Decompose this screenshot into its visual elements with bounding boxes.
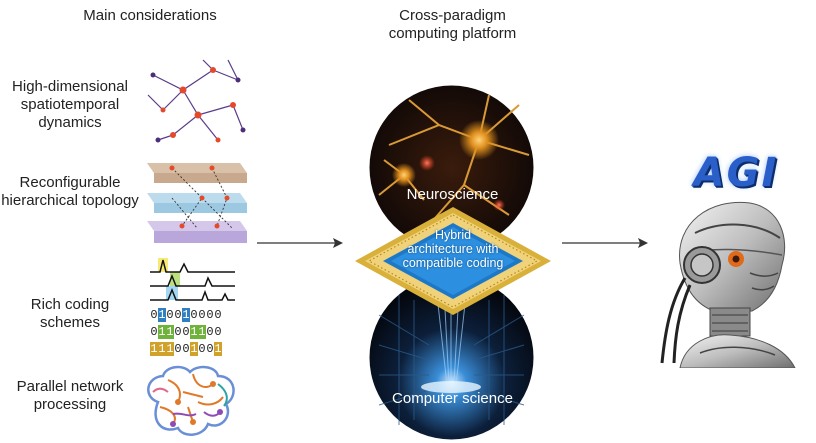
bit: 0 [206,325,214,339]
consideration-label-coding: Rich coding schemes [30,296,110,331]
computer-science-label: Computer science [392,390,513,407]
arrow-to-platform [257,238,343,248]
bit-highlighted: 1 [158,325,166,339]
bit-highlighted: 1 [166,325,174,339]
consideration-label-parallel: Parallel network processing [16,378,124,413]
chip-label: Hybrid architecture with compatible codi… [402,228,504,270]
bit-highlighted: 1 [166,342,174,356]
bit: 0 [150,325,158,339]
brain-circuit-icon [147,365,235,436]
neuroscience-circle [369,85,534,250]
bit-highlighted: 1 [190,325,198,339]
neuroscience-label: Neuroscience [406,186,499,203]
considerations-header: Main considerations [83,7,217,24]
bit-highlighted: 1 [182,308,190,322]
bit: 0 [214,308,222,322]
bit: 0 [190,308,198,322]
hybrid-chip [355,207,551,315]
arrow-to-agi [562,238,648,248]
humanoid-robot-icon [660,201,796,368]
platform-header: Cross-paradigm computing platform [388,7,517,42]
bit: 0 [174,342,182,356]
bit-highlighted: 1 [158,342,166,356]
bit: 0 [206,342,214,356]
bit-highlighted: 1 [158,308,166,322]
bit: 0 [214,325,222,339]
spike-coding-icon [150,258,235,301]
coding-row-3: 111001001 [150,342,222,356]
bit-highlighted: 1 [190,342,198,356]
computer-science-circle [369,275,534,440]
bit: 0 [174,325,182,339]
bit: 0 [198,342,206,356]
neuron-network-icon [147,59,246,143]
bit: 0 [182,325,190,339]
bit-highlighted: 1 [214,342,222,356]
consideration-label-topology: Reconfigurable hierarchical topology [1,174,139,209]
bit: 0 [150,308,158,322]
agi-label: AGI [693,150,779,196]
bit: 0 [174,308,182,322]
coding-row-2: 011001100 [150,325,222,339]
bit-highlighted: 1 [150,342,158,356]
bit: 0 [182,342,190,356]
consideration-label-dynamics: High-dimensional spatiotemporal dynamics [12,78,128,131]
bit-highlighted: 1 [198,325,206,339]
bit: 0 [206,308,214,322]
layered-topology-icon [147,163,247,243]
bit: 0 [198,308,206,322]
coding-row-1: 010010000 [150,308,222,322]
bit: 0 [166,308,174,322]
